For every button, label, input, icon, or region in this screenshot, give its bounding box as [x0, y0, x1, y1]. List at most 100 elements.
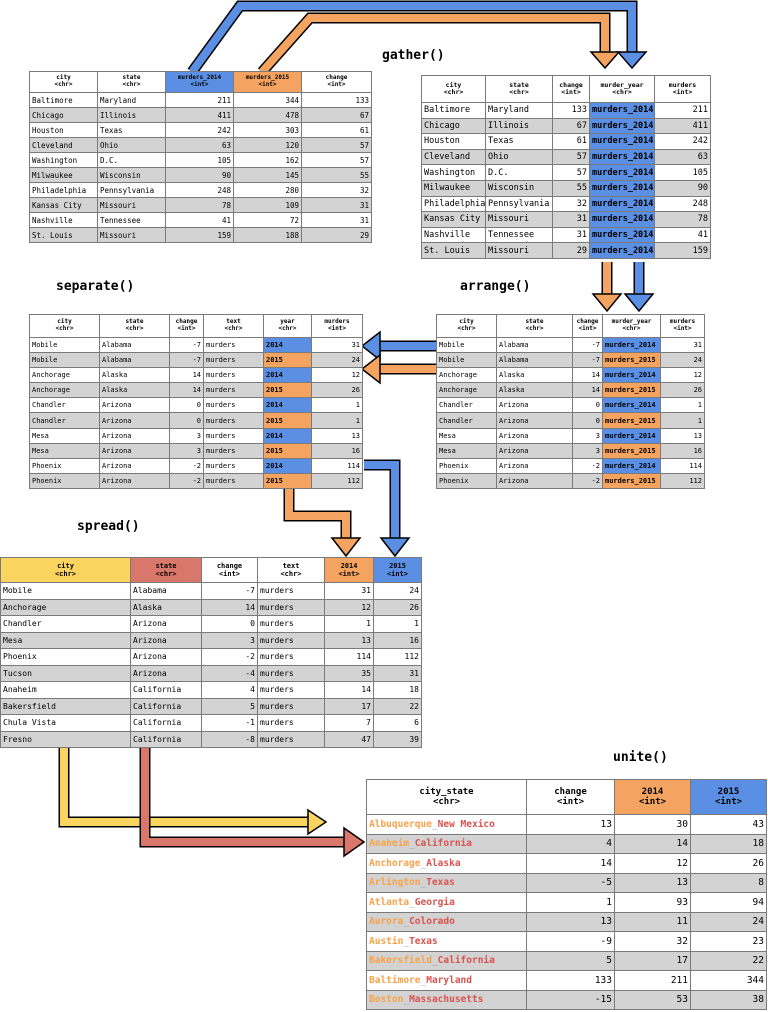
table-cell: 24 [373, 582, 422, 600]
table-cell: 114 [660, 457, 705, 474]
table-cell: Anchorage [436, 367, 497, 384]
table-cell: murders [257, 681, 325, 699]
column-type: <int> [638, 797, 667, 807]
column-name: 2014 [340, 561, 358, 570]
city-part: Bakersfield [369, 955, 432, 967]
column-header: 2014<int> [324, 557, 374, 583]
table-cell: 94 [690, 892, 767, 913]
table-cell: 12 [311, 367, 363, 384]
table-cell: 31 [552, 211, 590, 228]
separator: _ [403, 994, 410, 1006]
table-cell: 31 [660, 336, 705, 354]
table-cell: murders [203, 442, 264, 459]
separator: _ [420, 877, 427, 889]
table-cell: Milwaukee [29, 167, 98, 183]
table-cell: Mesa [436, 427, 497, 444]
table-cell: Alaska [130, 598, 202, 616]
column-name: murders [324, 318, 350, 326]
table-cell: murders_2014 [589, 242, 655, 259]
table-cell: Alabama [496, 352, 573, 369]
table-cell: Anchorage [436, 382, 497, 399]
column-type: <chr> [457, 325, 476, 332]
table-cell: Ohio [485, 148, 553, 166]
table-cell: Fresno [0, 730, 131, 748]
table-cell: Phoenix [29, 472, 100, 489]
table-cell: 17 [324, 697, 374, 715]
column-type: <int> [327, 81, 346, 88]
table-cell: 242 [654, 133, 711, 150]
column-header: change<int> [201, 557, 258, 583]
table-cell: murders_2014 [589, 102, 655, 119]
table-cell: murders_2014 [602, 336, 661, 354]
state-part: Georgia [414, 896, 455, 908]
city-part: Albuquerque [369, 818, 432, 830]
table-cell: Aurora_Colorado [366, 911, 527, 932]
table-cell: murders_2014 [589, 117, 655, 135]
column-header: state<chr> [485, 75, 553, 103]
table-cell: 72 [233, 212, 302, 228]
table-cell: Kansas City [421, 211, 486, 228]
column-type: <int> [714, 797, 743, 807]
column-type: <int> [672, 88, 693, 96]
table-cell: 57 [552, 164, 590, 181]
column-header: city_state<chr> [366, 779, 527, 815]
table-cell: Wisconsin [485, 179, 553, 197]
unite-output-table: city_state<chr>change<int>2014<int>2015<… [366, 779, 767, 1010]
table-cell: Pennsylvania [485, 195, 553, 213]
table-cell: 114 [324, 648, 374, 666]
table-cell: Mobile [436, 336, 497, 354]
table-cell: Phoenix [436, 457, 497, 474]
city-part: Anchorage [369, 857, 421, 869]
table-cell: 0 [201, 615, 258, 633]
table-cell: 0 [572, 397, 603, 414]
table-cell: Arizona [99, 472, 170, 489]
table-cell: Mobile [29, 352, 100, 369]
table-cell: Anchorage [29, 382, 100, 399]
column-name: change [554, 786, 587, 797]
table-cell: 344 [233, 92, 302, 108]
city-part: Arlington [369, 877, 421, 889]
column-header: 2015<int> [373, 557, 422, 583]
table-cell: Baltimore_Maryland [366, 970, 527, 991]
table-cell: murders [203, 472, 264, 489]
table-cell: Anchorage_Alaska [366, 853, 527, 874]
table-cell: -8 [201, 730, 258, 748]
table-cell: 39 [373, 730, 422, 748]
table-cell: 31 [301, 197, 372, 213]
city-part: Aurora [369, 916, 404, 928]
table-cell: -2 [169, 457, 204, 474]
table-cell: 14 [572, 367, 603, 384]
table-cell: 8 [690, 872, 767, 893]
table-cell: Mesa [29, 442, 100, 459]
separate-output-table: city<chr>state<chr>change<int>text<chr>y… [29, 314, 363, 489]
separator: _ [420, 974, 427, 986]
table-cell: 11 [614, 911, 691, 932]
table-cell: Wisconsin [97, 167, 166, 183]
table-cell: -7 [169, 352, 204, 369]
column-header: 2015<int> [690, 779, 767, 815]
column-header: change<int> [169, 314, 204, 338]
table-cell: 3 [572, 427, 603, 444]
table-cell: 114 [311, 457, 363, 474]
state-part: California [437, 955, 495, 967]
table-cell: -15 [526, 989, 615, 1010]
table-cell: 14 [572, 382, 603, 399]
gather-output-table: city<chr>state<chr>change<int>murder_yea… [421, 75, 711, 259]
table-cell: Anchorage [0, 598, 131, 616]
table-cell: Arizona [496, 427, 573, 444]
table-cell: 112 [660, 472, 705, 489]
column-name: change [576, 318, 599, 326]
table-cell: 47 [324, 730, 374, 748]
table-cell: 16 [311, 442, 363, 459]
column-name: state [155, 561, 177, 570]
table-cell: Bakersfield_California [366, 950, 527, 971]
column-header: murders<int> [660, 314, 705, 338]
